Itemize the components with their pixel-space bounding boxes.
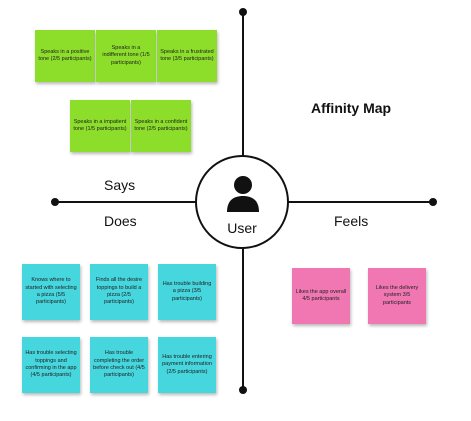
sticky-note-says: Speaks in a positive tone (2/5 participa… bbox=[35, 30, 95, 82]
page-title: Affinity Map bbox=[311, 100, 392, 116]
axis-endpoint-top bbox=[239, 8, 247, 16]
axis-endpoint-right bbox=[429, 198, 437, 206]
sticky-note-does: Has trouble completing the order before … bbox=[90, 337, 148, 393]
sticky-note-says: Speaks in a impatient tone (1/5 particip… bbox=[70, 100, 130, 152]
sticky-note-does: Has trouble selecting toppings and confi… bbox=[22, 337, 80, 393]
axis-endpoint-bottom bbox=[239, 386, 247, 394]
sticky-note-feels: Likes the delivery system 3/5 participan… bbox=[368, 268, 426, 324]
sticky-note-feels: Likes the app overall 4/5 participants bbox=[292, 268, 350, 324]
says-label: Says bbox=[104, 177, 136, 193]
does-label: Does bbox=[104, 213, 137, 229]
sticky-note-does: Has trouble entering payment information… bbox=[158, 337, 216, 393]
user-icon bbox=[227, 176, 259, 212]
feels-label: Feels bbox=[334, 213, 369, 229]
sticky-note-does: Has trouble building a pizza (3/5 partic… bbox=[158, 264, 216, 320]
axis-endpoint-left bbox=[51, 198, 59, 206]
user-circle: User bbox=[195, 155, 289, 249]
user-label: User bbox=[227, 220, 257, 236]
sticky-note-says: Speaks in a indifferent tone (1/5 partic… bbox=[96, 30, 156, 82]
sticky-note-says: Speaks in a frustrated tone (3/5 partici… bbox=[157, 30, 217, 82]
sticky-note-does: Knows where to started with selecting a … bbox=[22, 264, 80, 320]
sticky-note-says: Speaks in a confident tone (2/5 particip… bbox=[131, 100, 191, 152]
sticky-note-does: Finds all the desire toppings to build a… bbox=[90, 264, 148, 320]
